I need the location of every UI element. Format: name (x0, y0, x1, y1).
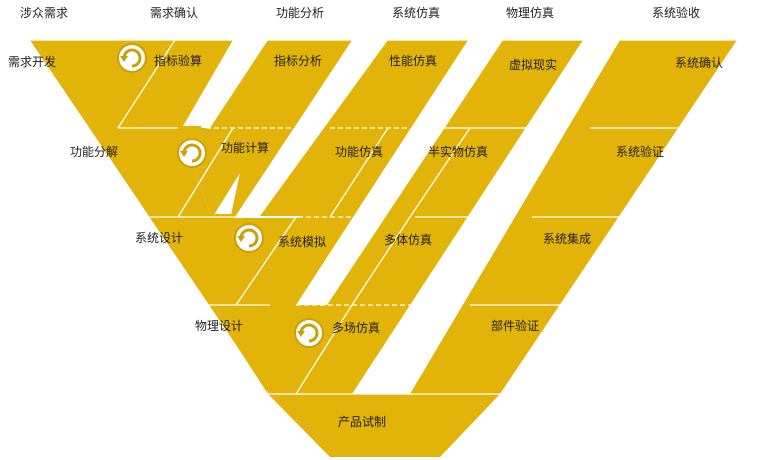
diag-sep-col2-3 (235, 216, 297, 306)
cell-function-calculation: 功能计算 (221, 140, 269, 155)
band-mid-2 (210, 218, 300, 305)
cycle-icons (117, 43, 324, 348)
cell-performance-simulation: 性能仿真 (389, 54, 437, 68)
band-top-col4 (330, 40, 468, 128)
cell-function-simulation: 功能仿真 (335, 145, 383, 159)
cell-multibody-simulation: 多体仿真 (384, 233, 432, 247)
cycle-icon (117, 43, 147, 73)
left-stage-function-decomposition: 功能分解 (70, 145, 118, 159)
cell-index-check: 指标验算 (154, 53, 202, 68)
header-stakeholder-needs: 涉众需求 (20, 6, 68, 20)
diag-sep-col2-4 (295, 304, 353, 395)
cycle-icon (294, 318, 324, 348)
cell-multiphysics-simulation: 多场仿真 (332, 321, 380, 335)
cycle-icon (234, 223, 264, 253)
band-left-lower-1 (120, 128, 212, 218)
diag-sep-col2-2 (177, 127, 234, 218)
diag-sep-col3 (329, 127, 389, 218)
right-stage-component-verification: 部件验证 (491, 318, 539, 333)
diag-sep-col4 (409, 127, 471, 218)
diag-sep-col4-2 (351, 216, 411, 306)
band-bottom (268, 394, 500, 457)
cycle-icon (177, 138, 207, 168)
separator-lines (30, 39, 737, 395)
left-stage-system-design: 系统设计 (135, 231, 183, 245)
cell-index-analysis: 指标分析 (274, 53, 322, 68)
left-stage-physical-design: 物理设计 (195, 319, 243, 333)
diag-sep-col2-1 (117, 39, 176, 129)
header-system-acceptance: 系统验收 (652, 5, 700, 20)
header-function-analysis: 功能分析 (276, 6, 324, 20)
band-left-arm-fill (30, 40, 268, 392)
right-stage-system-integration: 系统集成 (543, 231, 591, 246)
cell-virtual-reality: 虚拟现实 (509, 57, 557, 72)
cell-system-simulation: 系统模拟 (278, 235, 326, 249)
left-stage-requirement-development: 需求开发 (8, 54, 56, 69)
band-left-lower-2 (150, 218, 268, 394)
header-physical-simulation: 物理仿真 (506, 6, 554, 20)
cell-hardware-in-loop-simulation: 半实物仿真 (428, 144, 488, 159)
band-top-col3 (210, 40, 352, 128)
header-system-simulation: 系统仿真 (392, 6, 440, 20)
header-requirement-confirmation: 需求确认 (150, 6, 198, 20)
right-stage-system-verification: 系统验证 (616, 144, 664, 159)
right-stage-system-confirmation: 系统确认 (675, 56, 723, 70)
band-mid-3 (268, 305, 352, 394)
bottom-product-trial: 产品试制 (338, 414, 386, 429)
